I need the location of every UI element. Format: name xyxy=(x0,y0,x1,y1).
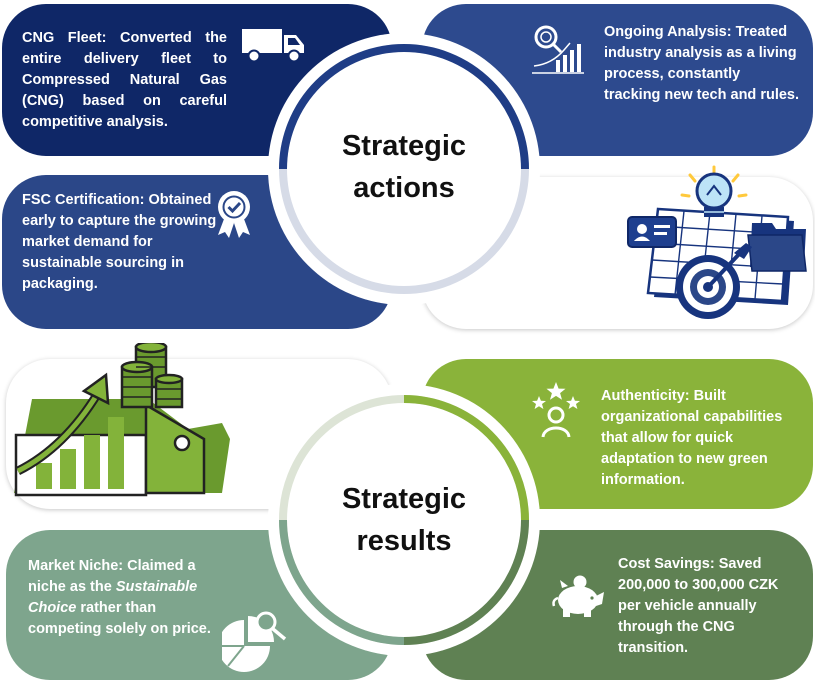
stars-person-icon xyxy=(532,382,580,438)
ongoing-analysis-text: Ongoing Analysis: Treated industry analy… xyxy=(604,24,799,103)
strategic-results-ring xyxy=(268,384,540,656)
market-niche-text-suffix: rather than competing solely on price. xyxy=(28,600,211,637)
strategy-target-illustration xyxy=(627,165,807,319)
market-niche-emphasis: Sustainable Choice xyxy=(28,579,198,616)
strategic-actions-title-line2: actions xyxy=(353,172,455,204)
magnifier-chart-icon xyxy=(532,25,584,74)
truck-icon xyxy=(242,29,304,63)
growth-coins-illustration xyxy=(14,343,230,497)
strategic-actions-ring xyxy=(268,33,540,305)
fsc-certification-text: FSC Certification: Obtained early to cap… xyxy=(22,192,217,292)
market-niche-text: Market Niche: Claimed a niche as the Sus… xyxy=(28,556,218,640)
strategic-actions-hub: Strategic actions xyxy=(264,29,544,309)
pie-chart-search-icon xyxy=(222,611,287,672)
market-niche-text-prefix: Market Niche: Claimed a niche as the xyxy=(28,558,196,595)
strategic-results-title-line2: results xyxy=(356,525,452,557)
strategic-results-title-line1: Strategic xyxy=(341,483,467,515)
strategic-actions-title-line1: Strategic xyxy=(341,130,467,162)
piggy-bank-icon xyxy=(552,575,604,617)
award-ribbon-icon xyxy=(218,191,250,238)
strategic-results-hub: Strategic results xyxy=(264,380,544,660)
authenticity-text: Authenticity: Built organizational capab… xyxy=(601,388,783,488)
cng-fleet-text: CNG Fleet: Converted the entire delivery… xyxy=(22,30,227,130)
cost-savings-text: Cost Savings: Saved 200,000 to 300,000 C… xyxy=(618,556,779,656)
